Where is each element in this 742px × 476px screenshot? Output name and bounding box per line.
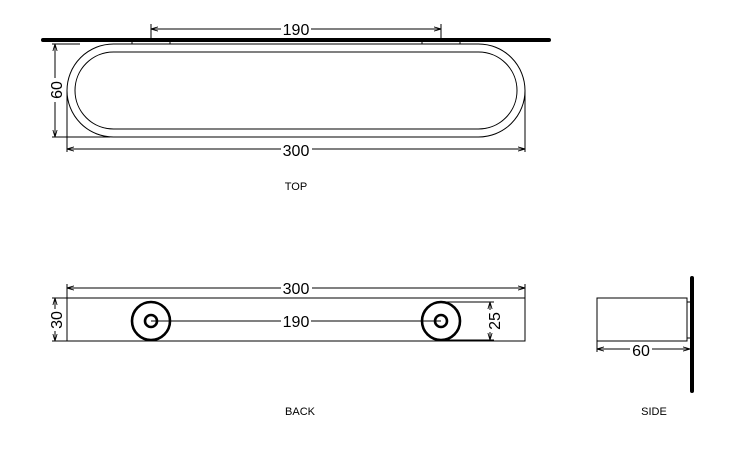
top-view: 190 60 300 TOP (41, 20, 551, 193)
view-label-back: BACK (285, 406, 316, 418)
shelf-outer-outline (66, 43, 526, 138)
side-view: 60 SIDE (596, 276, 694, 418)
dimension-width-top: 300 (283, 143, 310, 160)
shelf-inner-outline (74, 51, 518, 130)
dimension-height-back: 30 (49, 311, 66, 329)
view-label-side: SIDE (641, 406, 667, 418)
dimension-mount-back: 190 (283, 314, 310, 331)
view-label-top: TOP (285, 181, 307, 193)
dimension-rosette-back: 25 (487, 312, 504, 330)
back-view: 190 300 30 25 BACK (48, 280, 526, 418)
dimension-width-back: 300 (283, 281, 310, 298)
dimension-depth-top: 60 (49, 81, 66, 99)
side-outline (596, 297, 688, 342)
dimension-mount-top: 190 (283, 22, 310, 39)
back-outline (66, 297, 526, 342)
dimension-depth-side: 60 (632, 343, 650, 360)
